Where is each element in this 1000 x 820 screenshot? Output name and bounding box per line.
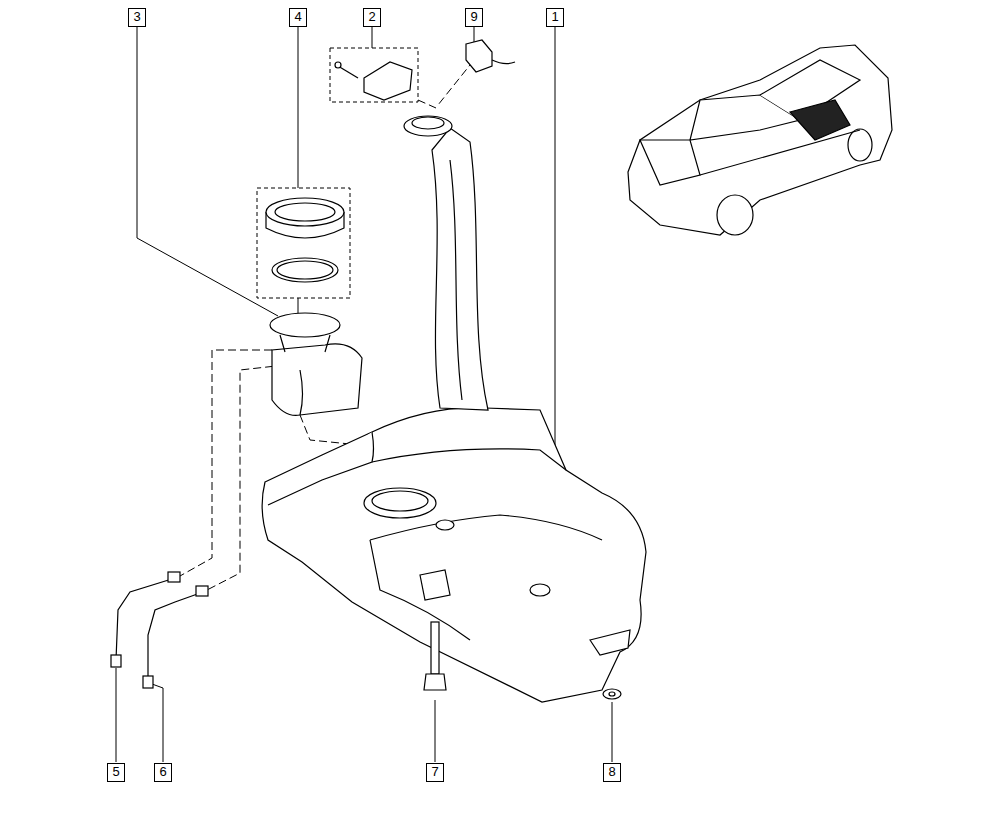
callout-number: 4 — [289, 8, 307, 27]
callout-number: 8 — [603, 763, 621, 782]
filler-neck — [404, 116, 488, 410]
group-frame — [330, 48, 418, 102]
callout-number: 1 — [546, 8, 564, 27]
group-frame — [257, 188, 350, 298]
callout-number: 3 — [128, 8, 146, 27]
callout-number: 5 — [107, 763, 125, 782]
vehicle-thumbnail — [628, 45, 892, 235]
callout-number: 6 — [154, 763, 172, 782]
filler-cap — [466, 40, 515, 72]
callout-number: 9 — [465, 8, 483, 27]
fuel-pipes — [111, 572, 208, 688]
callout-number: 7 — [426, 763, 444, 782]
callout-number: 2 — [363, 8, 381, 27]
ring-nut — [266, 198, 344, 282]
fuel-tank — [262, 408, 646, 702]
cover-plate — [335, 62, 412, 100]
pump-module — [270, 313, 362, 415]
fasteners — [424, 622, 621, 699]
